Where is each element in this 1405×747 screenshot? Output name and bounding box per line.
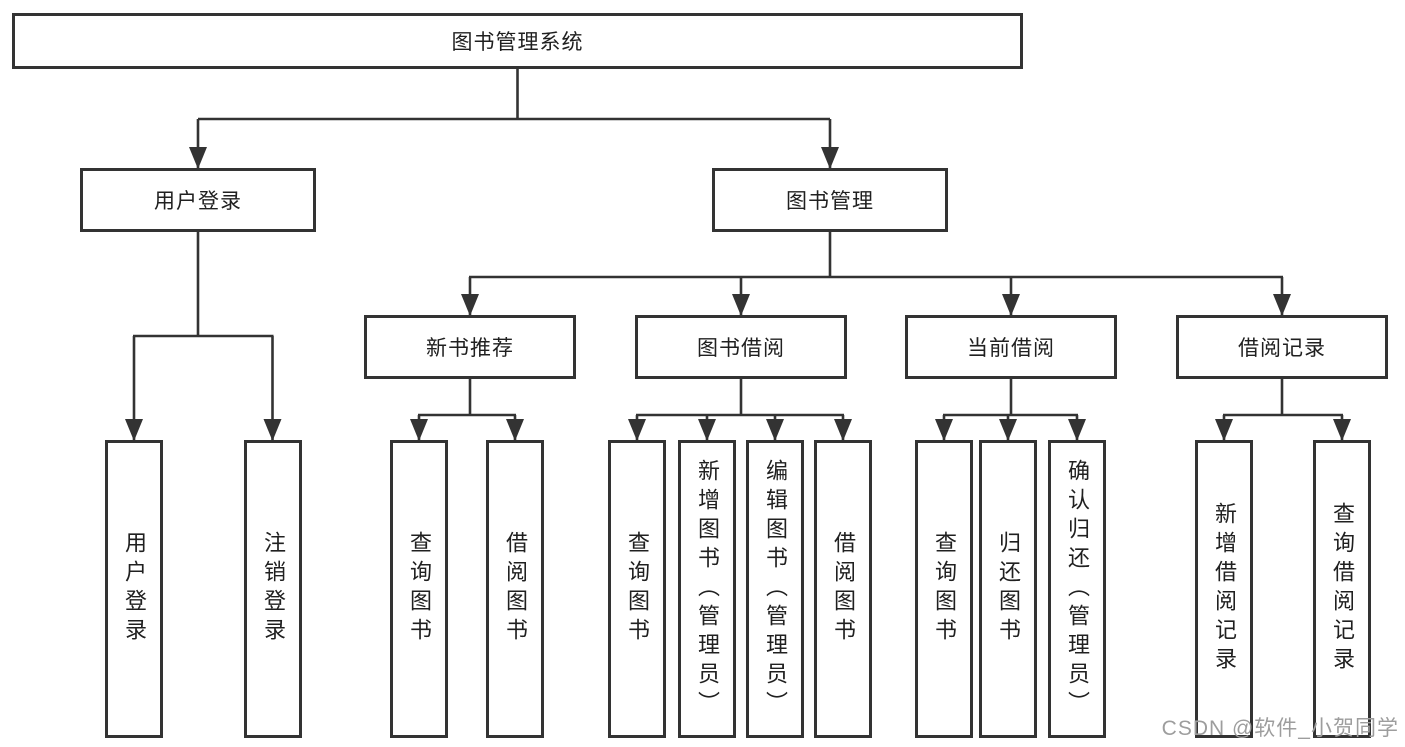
node-leaf-query-books-borrow: 查询图书 bbox=[608, 440, 666, 738]
node-label: 借阅图书 bbox=[503, 531, 528, 647]
node-label: 图书借阅 bbox=[697, 337, 785, 360]
node-label: 编辑图书（管理员） bbox=[763, 458, 788, 720]
node-leaf-query-books-current: 查询图书 bbox=[915, 440, 973, 738]
node-user-login-branch: 用户登录 bbox=[80, 168, 316, 232]
node-label: 查询图书 bbox=[932, 531, 957, 647]
node-borrowing-records: 借阅记录 bbox=[1176, 315, 1388, 379]
node-book-management-branch: 图书管理 bbox=[712, 168, 948, 232]
node-leaf-return-books: 归还图书 bbox=[979, 440, 1037, 738]
node-leaf-user-login: 用户登录 bbox=[105, 440, 163, 738]
node-root: 图书管理系统 bbox=[12, 13, 1023, 69]
node-leaf-confirm-return-admin: 确认归还（管理员） bbox=[1048, 440, 1106, 738]
node-label: 注销登录 bbox=[261, 531, 286, 647]
node-leaf-edit-books-admin: 编辑图书（管理员） bbox=[746, 440, 804, 738]
node-label: 确认归还（管理员） bbox=[1065, 458, 1090, 720]
node-label: 用户登录 bbox=[154, 190, 242, 213]
node-label: 归还图书 bbox=[996, 531, 1021, 647]
node-label: 借阅图书 bbox=[831, 531, 856, 647]
csdn-watermark: CSDN @软件_小贺同学 bbox=[1161, 717, 1399, 740]
node-label: 新增借阅记录 bbox=[1212, 502, 1237, 676]
node-leaf-logout: 注销登录 bbox=[244, 440, 302, 738]
node-leaf-query-borrow-record: 查询借阅记录 bbox=[1313, 440, 1371, 738]
node-label: 用户登录 bbox=[122, 531, 147, 647]
node-label: 查询图书 bbox=[625, 531, 650, 647]
node-root-label: 图书管理系统 bbox=[451, 31, 584, 54]
node-new-book-recommend: 新书推荐 bbox=[364, 315, 576, 379]
node-leaf-add-borrow-record: 新增借阅记录 bbox=[1195, 440, 1253, 738]
node-leaf-borrow-books-recommend: 借阅图书 bbox=[486, 440, 544, 738]
node-label: 新增图书（管理员） bbox=[695, 458, 720, 720]
node-book-borrowing: 图书借阅 bbox=[635, 315, 847, 379]
node-leaf-query-books-recommend: 查询图书 bbox=[390, 440, 448, 738]
node-label: 新书推荐 bbox=[426, 337, 514, 360]
node-label: 当前借阅 bbox=[967, 337, 1055, 360]
node-label: 图书管理 bbox=[786, 190, 874, 213]
node-label: 借阅记录 bbox=[1238, 337, 1326, 360]
node-current-borrowing: 当前借阅 bbox=[905, 315, 1117, 379]
node-label: 查询借阅记录 bbox=[1330, 502, 1355, 676]
node-leaf-add-books-admin: 新增图书（管理员） bbox=[678, 440, 736, 738]
node-label: 查询图书 bbox=[407, 531, 432, 647]
node-leaf-borrow-books: 借阅图书 bbox=[814, 440, 872, 738]
